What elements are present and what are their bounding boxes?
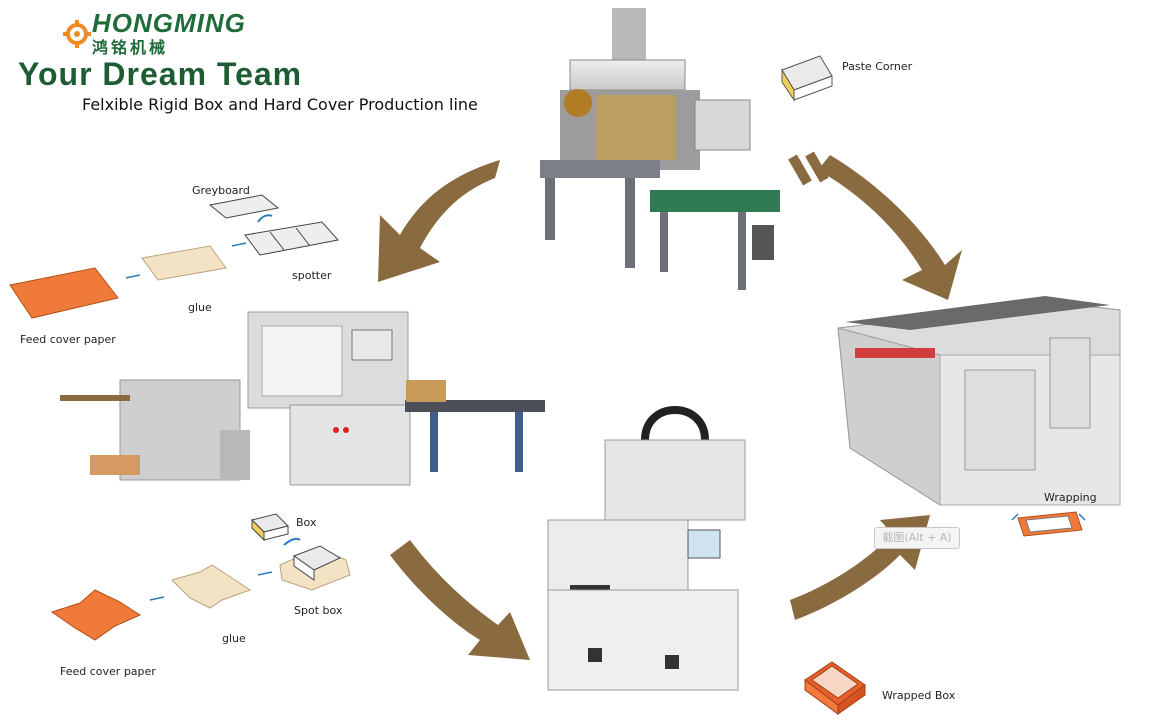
- label-spotter: spotter: [292, 269, 332, 282]
- flow-arrow-bottom-left: [390, 540, 530, 660]
- label-feed-cover-paper-bottom: Feed cover paper: [60, 665, 156, 678]
- label-paste-corner: Paste Corner: [842, 60, 913, 73]
- wrapping-icon: [1011, 511, 1086, 537]
- flow-arrow-stripe: [788, 154, 812, 186]
- label-spot-box: Spot box: [294, 604, 343, 617]
- paste-corner-box: [781, 55, 833, 102]
- gear-logo-icon: [63, 20, 91, 48]
- screenshot-tooltip: 截图(Alt + A): [874, 527, 960, 549]
- case-maker-machine: [60, 311, 545, 486]
- corner-pasting-machine: [540, 8, 780, 290]
- brand-name-cn: 鸿铭机械: [92, 38, 169, 57]
- page-subtitle: Felxible Rigid Box and Hard Cover Produc…: [82, 95, 478, 114]
- brand-name: HONGMING: [92, 8, 246, 38]
- flow-arrow-top-right: [818, 155, 962, 300]
- cover-process-top: [9, 194, 339, 319]
- label-feed-cover-paper-top: Feed cover paper: [20, 333, 116, 346]
- box-forming-machine: [547, 406, 746, 691]
- label-glue-top: glue: [188, 301, 212, 314]
- wrapping-machine: [837, 296, 1121, 506]
- flow-arrow-top-left: [378, 160, 500, 282]
- brand-logo: [62, 8, 232, 58]
- flow-arrow-stripe: [805, 151, 829, 183]
- wrapped-box: [804, 661, 866, 715]
- label-greyboard: Greyboard: [192, 184, 250, 197]
- team-slogan: Your Dream Team: [18, 56, 303, 92]
- box-process: [50, 513, 351, 641]
- label-box: Box: [296, 516, 317, 529]
- label-glue-bottom: glue: [222, 632, 246, 645]
- label-wrapping: Wrapping: [1044, 491, 1097, 504]
- label-wrapped-box: Wrapped Box: [882, 689, 956, 702]
